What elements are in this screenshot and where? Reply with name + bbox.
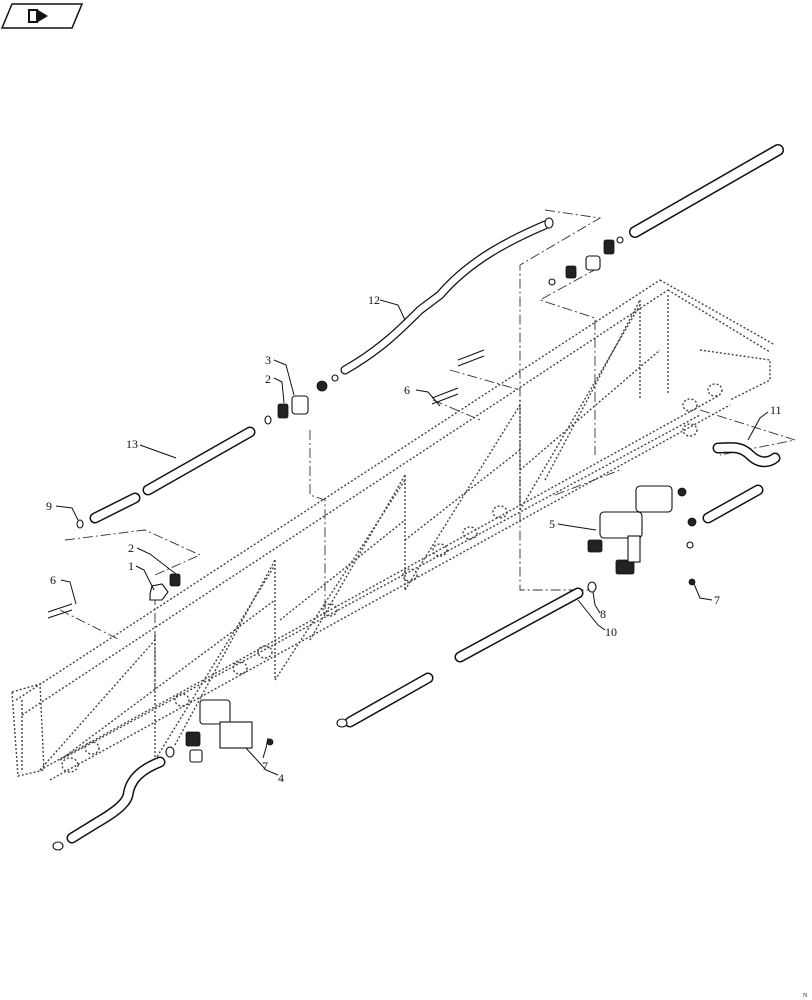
callout-10: 10 [605, 625, 617, 639]
valve-assembly-4 [165, 699, 274, 763]
callout-6-upper: 6 [404, 383, 410, 397]
hose-13 [89, 426, 256, 524]
callout-13: 13 [126, 437, 138, 451]
hose-11 [712, 442, 781, 468]
callout-8: 8 [600, 607, 606, 621]
ubolt-6 [47, 349, 485, 619]
callout-2-lower: 2 [128, 541, 134, 555]
valve-assembly-5 [587, 485, 697, 575]
callout-5: 5 [549, 517, 555, 531]
callout-3: 3 [265, 353, 271, 367]
callout-12: 12 [368, 293, 380, 307]
hose-long-upper-right [629, 144, 784, 238]
fitting-cluster-top-right [548, 236, 624, 286]
corner-mark: N [803, 993, 808, 999]
callout-7-right: 7 [714, 593, 720, 607]
hose-10 [336, 587, 584, 728]
hose-short-right [702, 484, 764, 524]
clamp-9 [76, 519, 84, 529]
callout-2-upper: 2 [265, 372, 271, 386]
callout-7-left: 7 [262, 759, 268, 773]
folder-arrow-icon [28, 9, 48, 23]
alignment-lines [59, 209, 796, 690]
callout-leaders [55, 299, 769, 776]
callout-6-lower: 6 [50, 573, 56, 587]
hose-12 [340, 217, 554, 375]
callout-11: 11 [770, 403, 782, 417]
callout-9: 9 [46, 499, 52, 513]
callout-4: 4 [278, 771, 284, 785]
callout-1: 1 [128, 559, 134, 573]
fitting-cluster-3 [264, 374, 339, 425]
clamp-8 [587, 581, 597, 593]
hose-lower-left [52, 756, 166, 851]
bracket-cluster [61, 383, 723, 773]
fitting-cluster-1-2 [149, 573, 181, 601]
boom-frame [11, 279, 776, 781]
callout-labels: 12 3 2 13 9 2 1 6 6 5 7 8 10 11 7 4 [46, 293, 782, 785]
nut-7 [688, 578, 696, 586]
page-navigation-icon[interactable] [0, 3, 84, 29]
